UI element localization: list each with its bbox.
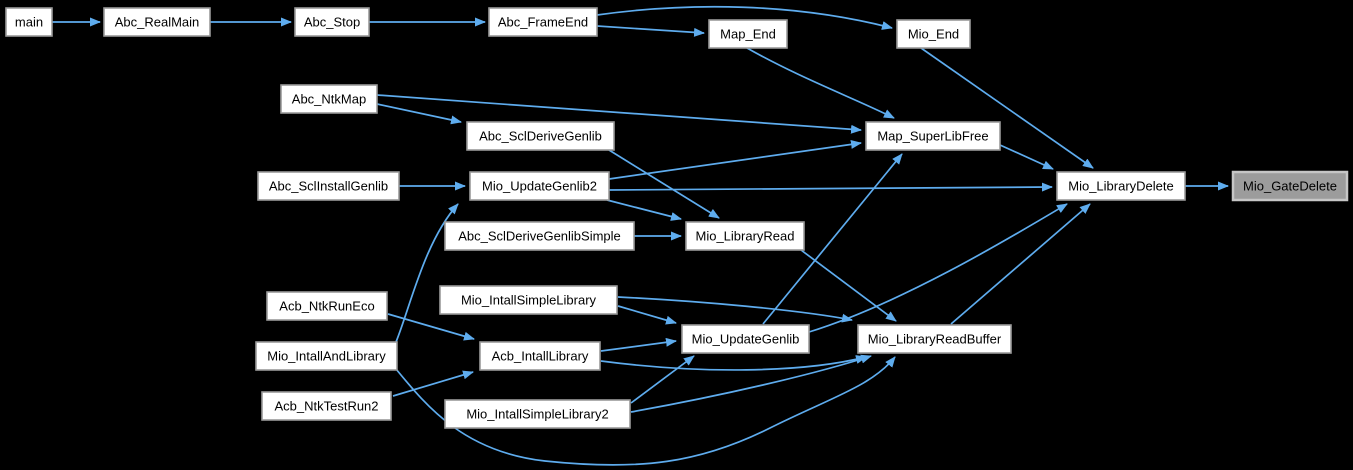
node-box-Abc_SclDeriveGenlibSimple[interactable] — [444, 221, 635, 251]
node-box-main[interactable] — [5, 7, 53, 37]
edge-Mio_IntallSimpleLibrary-to-Mio_UpdateGenlib — [617, 305, 677, 325]
node-label-Mio_UpdateGenlib: Mio_UpdateGenlib — [692, 332, 800, 347]
node-Abc_RealMain[interactable]: Abc_RealMain — [103, 7, 211, 37]
node-label-Abc_RealMain: Abc_RealMain — [115, 15, 200, 30]
edge-Map_SuperLibFree-to-Mio_LibraryDelete — [999, 144, 1054, 170]
node-Acb_IntallLibrary[interactable]: Acb_IntallLibrary — [479, 341, 601, 371]
node-box-Abc_SclDeriveGenlib[interactable] — [466, 121, 615, 151]
node-Mio_IntallSimpleLibrary2[interactable]: Mio_IntallSimpleLibrary2 — [444, 399, 631, 429]
edge-Abc_NtkMap-to-Map_SuperLibFree — [376, 94, 862, 134]
node-Mio_UpdateGenlib[interactable]: Mio_UpdateGenlib — [681, 324, 810, 354]
node-Mio_LibraryRead[interactable]: Mio_LibraryRead — [685, 221, 805, 251]
node-Abc_Stop[interactable]: Abc_Stop — [294, 7, 370, 37]
node-label-Mio_IntallAndLibrary: Mio_IntallAndLibrary — [267, 349, 386, 364]
edge-Mio_UpdateGenlib2-to-Map_SuperLibFree — [608, 139, 862, 180]
edge-Mio_UpdateGenlib-to-Map_SuperLibFree — [762, 153, 903, 325]
edge-Acb_NtkTestRun2-to-Acb_IntallLibrary — [392, 370, 474, 397]
node-label-Mio_End: Mio_End — [908, 27, 959, 42]
node-box-Acb_NtkTestRun2[interactable] — [261, 391, 392, 421]
node-label-Abc_SclInstallGenlib: Abc_SclInstallGenlib — [269, 179, 388, 194]
node-Abc_SclDeriveGenlib[interactable]: Abc_SclDeriveGenlib — [466, 121, 615, 151]
node-box-Abc_Stop[interactable] — [294, 7, 370, 37]
edge-Mio_LibraryRead-to-Mio_LibraryReadBuffer — [800, 249, 897, 322]
node-Mio_UpdateGenlib2[interactable]: Mio_UpdateGenlib2 — [469, 171, 610, 201]
node-Abc_SclInstallGenlib[interactable]: Abc_SclInstallGenlib — [257, 171, 400, 201]
edge-Acb_NtkRunEco-to-Acb_IntallLibrary — [387, 313, 475, 341]
node-Mio_GateDelete[interactable]: Mio_GateDelete — [1231, 170, 1349, 202]
edge-Abc_NtkMap-to-Abc_SclDeriveGenlib — [376, 103, 462, 125]
node-box-Map_End[interactable] — [708, 19, 788, 49]
node-label-Map_End: Map_End — [720, 27, 776, 42]
node-Mio_IntallSimpleLibrary[interactable]: Mio_IntallSimpleLibrary — [439, 285, 618, 315]
node-box-Mio_UpdateGenlib[interactable] — [681, 324, 810, 354]
node-label-Abc_SclDeriveGenlib: Abc_SclDeriveGenlib — [479, 129, 602, 144]
node-box-Map_SuperLibFree[interactable] — [865, 121, 1001, 151]
node-box-Abc_NtkMap[interactable] — [280, 84, 378, 114]
node-label-Mio_LibraryRead: Mio_LibraryRead — [696, 229, 795, 244]
node-box-Mio_IntallAndLibrary[interactable] — [255, 341, 398, 371]
node-label-Mio_LibraryReadBuffer: Mio_LibraryReadBuffer — [868, 332, 1002, 347]
edge-Map_End-to-Map_SuperLibFree — [746, 47, 895, 119]
edge-Abc_FrameEnd-to-Map_End — [596, 25, 705, 37]
edge-Acb_IntallLibrary-to-Mio_UpdateGenlib — [600, 337, 677, 352]
node-Mio_End[interactable]: Mio_End — [896, 19, 971, 49]
node-Abc_SclDeriveGenlibSimple[interactable]: Abc_SclDeriveGenlibSimple — [444, 221, 635, 251]
node-label-Abc_FrameEnd: Abc_FrameEnd — [498, 15, 588, 30]
node-label-Mio_IntallSimpleLibrary: Mio_IntallSimpleLibrary — [461, 293, 597, 308]
node-box-Mio_LibraryDelete[interactable] — [1056, 171, 1186, 201]
node-box-Mio_GateDelete[interactable] — [1231, 170, 1349, 202]
edge-Mio_IntallSimpleLibrary2-to-Mio_LibraryReadBuffer — [630, 354, 872, 413]
node-label-Mio_LibraryDelete: Mio_LibraryDelete — [1068, 179, 1174, 194]
node-box-Mio_End[interactable] — [896, 19, 971, 49]
node-Map_SuperLibFree[interactable]: Map_SuperLibFree — [865, 121, 1001, 151]
node-Mio_LibraryDelete[interactable]: Mio_LibraryDelete — [1056, 171, 1186, 201]
edge-Mio_UpdateGenlib2-to-Mio_LibraryDelete — [608, 182, 1053, 192]
nodes-layer: main Abc_RealMain Abc_Stop Abc_FrameEndMap_… — [5, 7, 1349, 429]
node-Mio_LibraryReadBuffer[interactable]: Mio_LibraryReadBuffer — [857, 324, 1012, 354]
node-label-Abc_NtkMap: Abc_NtkMap — [292, 92, 366, 107]
node-box-Mio_IntallSimpleLibrary2[interactable] — [444, 399, 631, 429]
node-Mio_IntallAndLibrary[interactable]: Mio_IntallAndLibrary — [255, 341, 398, 371]
node-label-Abc_Stop: Abc_Stop — [304, 15, 360, 30]
node-box-Abc_FrameEnd[interactable] — [488, 7, 598, 37]
node-Abc_FrameEnd[interactable]: Abc_FrameEnd — [488, 7, 598, 37]
node-box-Mio_UpdateGenlib2[interactable] — [469, 171, 610, 201]
node-Acb_NtkTestRun2[interactable]: Acb_NtkTestRun2 — [261, 391, 392, 421]
node-box-Mio_LibraryReadBuffer[interactable] — [857, 324, 1012, 354]
node-box-Mio_LibraryRead[interactable] — [685, 221, 805, 251]
edges-layer — [52, 5, 1229, 466]
node-Map_End[interactable]: Map_End — [708, 19, 788, 49]
edge-Mio_IntallAndLibrary-to-Mio_UpdateGenlib2 — [395, 203, 459, 343]
edge-Mio_IntallSimpleLibrary-to-Mio_LibraryReadBuffer — [617, 296, 853, 323]
node-label-Mio_GateDelete: Mio_GateDelete — [1243, 179, 1337, 194]
node-Acb_NtkRunEco[interactable]: Acb_NtkRunEco — [266, 291, 388, 321]
edge-Mio_LibraryReadBuffer-to-Mio_LibraryDelete — [950, 203, 1091, 325]
node-label-Acb_IntallLibrary: Acb_IntallLibrary — [492, 349, 589, 364]
node-label-Map_SuperLibFree: Map_SuperLibFree — [877, 129, 988, 144]
node-label-Acb_NtkRunEco: Acb_NtkRunEco — [279, 299, 374, 314]
edge-Mio_End-to-Mio_LibraryDelete — [920, 47, 1094, 169]
edge-Mio_UpdateGenlib2-to-Mio_LibraryRead — [606, 199, 682, 221]
node-Abc_NtkMap[interactable]: Abc_NtkMap — [280, 84, 378, 114]
edge-Abc_SclDeriveGenlib-to-Mio_LibraryRead — [608, 149, 720, 219]
node-label-Acb_NtkTestRun2: Acb_NtkTestRun2 — [274, 399, 378, 414]
node-box-Abc_SclInstallGenlib[interactable] — [257, 171, 400, 201]
node-box-Acb_IntallLibrary[interactable] — [479, 341, 601, 371]
node-label-main: main — [15, 15, 43, 30]
node-label-Mio_IntallSimpleLibrary2: Mio_IntallSimpleLibrary2 — [466, 407, 608, 422]
edge-Abc_FrameEnd-to-Mio_End — [596, 5, 893, 30]
edge-Acb_IntallLibrary-to-Mio_LibraryReadBuffer — [600, 355, 867, 371]
node-box-Acb_NtkRunEco[interactable] — [266, 291, 388, 321]
node-label-Mio_UpdateGenlib2: Mio_UpdateGenlib2 — [482, 179, 597, 194]
node-box-Abc_RealMain[interactable] — [103, 7, 211, 37]
node-box-Mio_IntallSimpleLibrary[interactable] — [439, 285, 618, 315]
edge-Mio_IntallSimpleLibrary2-to-Mio_UpdateGenlib — [630, 355, 695, 404]
node-main[interactable]: main — [5, 7, 53, 37]
edge-Mio_UpdateGenlib-to-Mio_LibraryDelete — [808, 203, 1068, 333]
node-label-Abc_SclDeriveGenlibSimple: Abc_SclDeriveGenlibSimple — [458, 229, 621, 244]
